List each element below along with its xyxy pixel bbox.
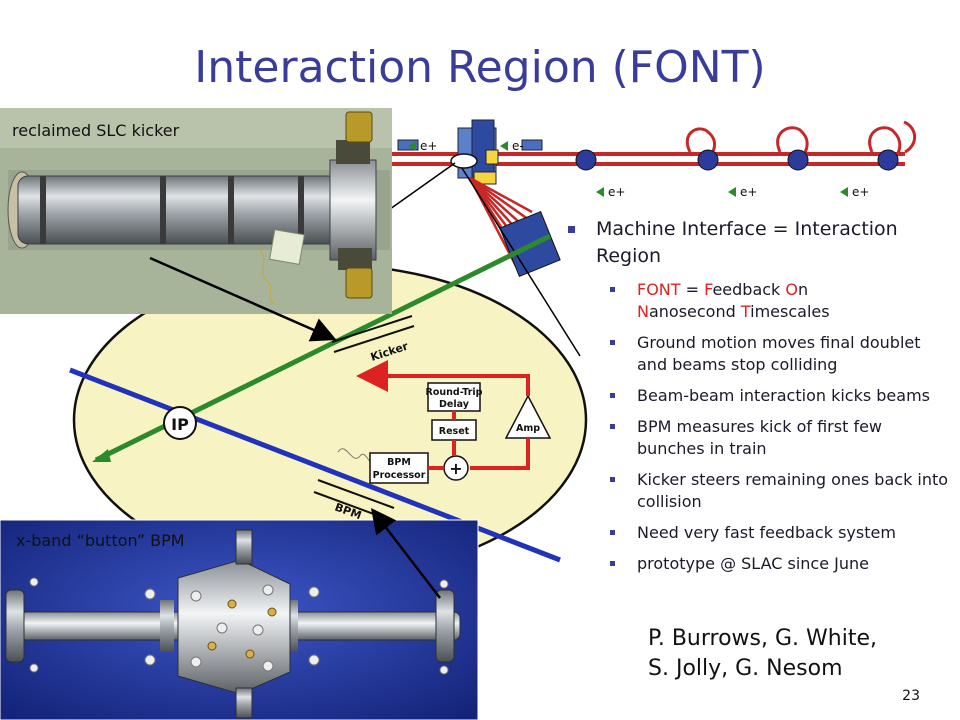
reset-label: Reset bbox=[439, 426, 470, 437]
beamline-label: e- bbox=[512, 139, 524, 153]
letter-o: O bbox=[785, 280, 798, 299]
author-line: S. Jolly, G. Nesom bbox=[648, 656, 843, 681]
delay-label: Delay bbox=[439, 399, 470, 410]
slide-title: Interaction Region (FONT) bbox=[194, 42, 766, 93]
beam-arrowhead bbox=[92, 449, 111, 462]
bpm-processor-box bbox=[369, 452, 429, 484]
bpm-pointer-arrow bbox=[370, 508, 441, 599]
beamline-schematic: e+ e- e+ e+ e+ bbox=[375, 119, 917, 277]
letter-n: N bbox=[637, 302, 649, 321]
page-number: 23 bbox=[902, 688, 920, 704]
word-feedback: eedback bbox=[712, 280, 786, 299]
bullet-list: Machine Interface = Interaction Region F… bbox=[560, 216, 950, 575]
amp-label: Amp bbox=[516, 423, 540, 434]
bullet-item: Need very fast feedback system bbox=[560, 522, 950, 544]
round-trip-label: Round-Trip bbox=[426, 387, 483, 398]
beamline-cavities bbox=[575, 149, 899, 171]
equals-sign: = bbox=[680, 280, 705, 299]
ip-label: IP bbox=[171, 415, 189, 434]
bullet-item: Kicker steers remaining ones back into c… bbox=[560, 469, 950, 513]
zoom-line bbox=[461, 167, 581, 357]
ip-marker bbox=[163, 406, 197, 440]
ip-highlight-ellipse bbox=[450, 153, 478, 169]
author-line: P. Burrows, G. White, bbox=[648, 626, 877, 651]
bullet-item: Beam-beam interaction kicks beams bbox=[560, 385, 950, 407]
author-credits: P. Burrows, G. White, S. Jolly, G. Nesom bbox=[648, 624, 877, 684]
kicker-photo-label: reclaimed SLC kicker bbox=[12, 121, 180, 140]
bullet-main: Machine Interface = Interaction Region bbox=[560, 216, 950, 270]
font-acronym: FONT bbox=[637, 280, 681, 299]
beamline-label: e+ bbox=[740, 185, 757, 199]
word-timescales: imescales bbox=[750, 302, 830, 321]
beam-direction-arrows bbox=[408, 141, 848, 197]
bullet-item: prototype @ SLAC since June bbox=[560, 553, 950, 575]
word-nanosecond: anosecond bbox=[648, 302, 741, 321]
kicker-photo: reclaimed SLC kicker bbox=[0, 108, 392, 314]
bullet-item: Ground motion moves final doublet and be… bbox=[560, 332, 950, 376]
ir-magnet-stack bbox=[457, 119, 499, 185]
letter-f: F bbox=[704, 280, 713, 299]
bullet-item: BPM measures kick of first few bunches i… bbox=[560, 416, 950, 460]
beamline-label: e+ bbox=[420, 139, 437, 153]
feedback-loop bbox=[356, 360, 530, 470]
processor-label: BPM bbox=[387, 457, 411, 468]
word-on: n bbox=[798, 280, 809, 299]
beamline-label: e+ bbox=[608, 185, 625, 199]
round-trip-delay-box bbox=[427, 382, 481, 412]
processor-label: Processor bbox=[373, 470, 426, 481]
beamline-label: e+ bbox=[852, 185, 869, 199]
bpm-photo: x-band “button” BPM bbox=[0, 519, 479, 720]
kicker-pointer-arrow bbox=[149, 256, 337, 342]
plus-label: + bbox=[449, 459, 462, 478]
letter-t: T bbox=[740, 302, 751, 321]
bpm-photo-label: x-band “button” BPM bbox=[16, 531, 185, 550]
ir-feedback-diagram: Kicker BPM IP Round-Trip Delay Reset BPM… bbox=[69, 233, 588, 577]
